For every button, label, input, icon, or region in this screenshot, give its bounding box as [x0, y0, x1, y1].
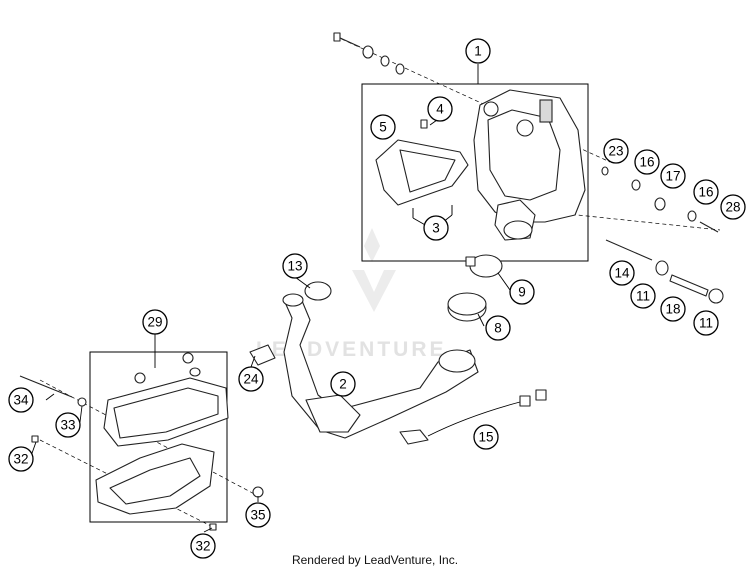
callout-15: 15 [473, 424, 499, 450]
svg-text:35: 35 [250, 508, 265, 523]
svg-text:3: 3 [432, 221, 440, 236]
callout-13: 13 [282, 253, 308, 279]
svg-text:23: 23 [608, 144, 623, 159]
callout-17: 17 [660, 163, 686, 189]
svg-text:32: 32 [13, 452, 28, 467]
svg-text:11: 11 [636, 289, 650, 304]
callout-11-right: 11 [693, 310, 719, 336]
callout-16-lower: 16 [693, 179, 719, 205]
svg-text:18: 18 [665, 302, 680, 317]
callout-32-left: 32 [8, 446, 34, 472]
svg-text:16: 16 [698, 185, 713, 200]
footer-credit: Rendered by LeadVenture, Inc. [291, 553, 459, 567]
callout-3: 3 [423, 215, 449, 241]
callout-8: 8 [485, 315, 511, 341]
callout-32-bottom: 32 [190, 533, 216, 559]
callout-34: 34 [8, 387, 34, 413]
clamp-and-seal [447, 254, 503, 322]
svg-text:8: 8 [494, 321, 502, 336]
gasket-ring [304, 281, 332, 301]
svg-text:15: 15 [478, 430, 493, 445]
svg-text:5: 5 [379, 120, 387, 135]
muffler-cover [375, 119, 469, 227]
svg-text:28: 28 [725, 200, 740, 215]
svg-text:9: 9 [518, 285, 526, 300]
svg-text:17: 17 [665, 169, 680, 184]
callout-35: 35 [245, 502, 271, 528]
svg-text:33: 33 [60, 418, 75, 433]
heat-shield-lower [95, 443, 215, 515]
right-mount-hardware [601, 166, 719, 233]
svg-text:2: 2 [339, 377, 347, 392]
top-bolt-hardware [333, 32, 405, 75]
heat-shield-group-frame [89, 351, 228, 523]
callout-16-upper: 16 [634, 149, 660, 175]
svg-text:13: 13 [287, 259, 302, 274]
svg-text:1: 1 [474, 44, 482, 59]
callout-24: 24 [238, 366, 264, 392]
callout-28: 28 [720, 194, 746, 220]
svg-text:34: 34 [13, 393, 29, 408]
svg-text:16: 16 [639, 155, 654, 170]
svg-text:11: 11 [699, 316, 713, 331]
svg-text:29: 29 [147, 315, 162, 330]
leader-lines [30, 64, 511, 533]
muffler-body [473, 89, 586, 241]
callout-11-left: 11 [630, 283, 656, 309]
callout-9: 9 [509, 279, 535, 305]
callout-23: 23 [603, 138, 629, 164]
header-pipe [249, 293, 479, 439]
mount-sleeve-hardware [605, 239, 724, 304]
callout-5: 5 [370, 114, 396, 140]
svg-text:14: 14 [614, 266, 630, 281]
callout-1: 1 [465, 38, 491, 64]
callout-33: 33 [55, 412, 81, 438]
heat-shield-hardware [19, 375, 264, 531]
svg-text:24: 24 [243, 372, 259, 387]
callout-14: 14 [609, 260, 635, 286]
callout-29: 29 [142, 309, 168, 335]
callout-18: 18 [660, 296, 686, 322]
svg-text:32: 32 [195, 539, 210, 554]
lambda-sensor [399, 389, 547, 445]
callout-2: 2 [330, 371, 356, 397]
callout-4: 4 [427, 96, 453, 122]
svg-text:4: 4 [436, 102, 444, 117]
heat-shield-upper [103, 352, 229, 447]
watermark: LEADVENTURE [256, 228, 444, 361]
